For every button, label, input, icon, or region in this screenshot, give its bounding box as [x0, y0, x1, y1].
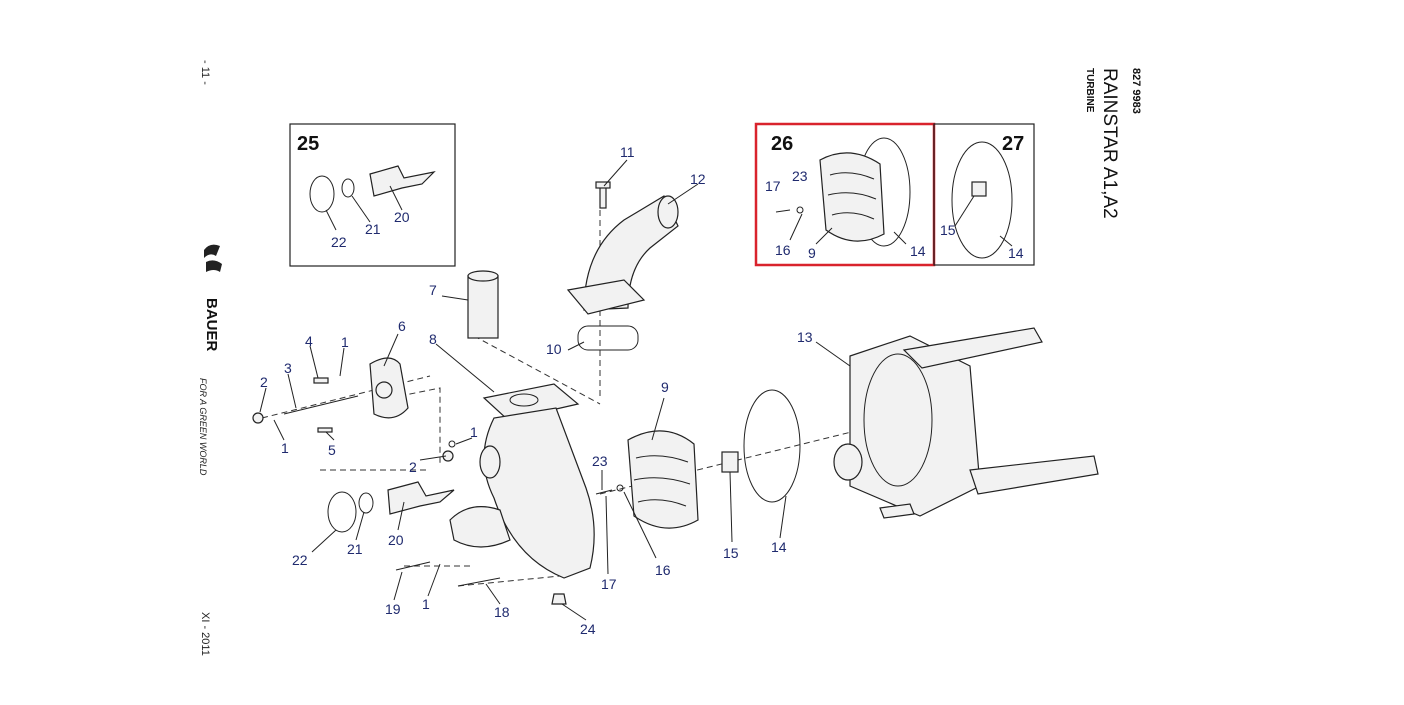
- o-ring-22-icon: [327, 491, 357, 533]
- callout-16: 16: [775, 242, 791, 258]
- callout-23: 23: [792, 168, 808, 184]
- revision-date: XI - 2011: [199, 612, 211, 656]
- callout-2: 2: [409, 459, 417, 475]
- gasket-10-icon: [577, 325, 639, 351]
- gasket-14-icon: [951, 141, 1013, 259]
- gasket-14-icon: [743, 389, 801, 503]
- o-ring-21-icon: [358, 492, 374, 514]
- callout-9: 9: [661, 379, 669, 395]
- section-title: TURBINE: [1084, 68, 1095, 113]
- nozzle-20-icon: [387, 481, 455, 515]
- document-number: 827 9983: [1130, 68, 1142, 114]
- bolt-19-icon: [395, 561, 431, 571]
- callout-16: 16: [655, 562, 671, 578]
- callout-15: 15: [723, 545, 739, 561]
- turbine-wheel-9-icon: [627, 430, 699, 529]
- callout-15: 15: [940, 222, 956, 238]
- callout-20: 20: [388, 532, 404, 548]
- bushing-15-icon: [721, 451, 739, 473]
- box-26-number: 26: [771, 133, 793, 155]
- callout-1: 1: [422, 596, 430, 612]
- callout-6: 6: [398, 318, 406, 334]
- bushing-15-icon: [971, 181, 987, 197]
- callout-1: 1: [470, 424, 478, 440]
- callout-1: 1: [281, 440, 289, 456]
- o-ring-21-icon: [341, 178, 355, 198]
- screw-17-icon: [595, 489, 613, 495]
- bolt-11-icon: [599, 185, 607, 209]
- brand-name: BAUER: [203, 298, 220, 352]
- callout-12: 12: [690, 171, 706, 187]
- bauer-logo: BAUER: [203, 244, 222, 352]
- gearbox-13-icon: [833, 327, 1099, 519]
- box-27-number: 27: [1002, 133, 1024, 155]
- box-25-number: 25: [297, 133, 319, 155]
- sleeve-7-icon: [467, 270, 499, 339]
- washer-1-icon: [448, 440, 456, 448]
- callout-9: 9: [808, 245, 816, 261]
- callout-21: 21: [365, 221, 381, 237]
- callout-22: 22: [292, 552, 308, 568]
- brand-slogan: FOR A GREEN WORLD: [198, 378, 208, 476]
- callout-14: 14: [910, 243, 926, 259]
- detail-box-27: 27 15 14: [933, 123, 1035, 266]
- callout-22: 22: [331, 234, 347, 250]
- callout-18: 18: [494, 604, 510, 620]
- callout-23: 23: [592, 453, 608, 469]
- callout-17: 17: [765, 178, 781, 194]
- callout-13: 13: [797, 329, 813, 345]
- housing-8-icon: [449, 383, 595, 579]
- elbow-12-icon: [566, 195, 679, 315]
- rod-3-icon: [283, 395, 359, 415]
- bolt-18-icon: [457, 577, 501, 587]
- detail-box-25: 25 22 21 20: [289, 123, 456, 267]
- o-ring-22-icon: [309, 175, 335, 213]
- callout-1: 1: [341, 334, 349, 350]
- callout-7: 7: [429, 282, 437, 298]
- cap-24-icon: [551, 593, 567, 605]
- callout-14: 14: [1008, 245, 1024, 261]
- stud-5-icon: [317, 427, 333, 433]
- callout-8: 8: [429, 331, 437, 347]
- cover-6-icon: [369, 357, 409, 419]
- callout-19: 19: [385, 601, 401, 617]
- nut-2-icon: [252, 412, 264, 424]
- callout-2: 2: [260, 374, 268, 390]
- callout-17: 17: [601, 576, 617, 592]
- callout-4: 4: [305, 333, 313, 349]
- bolt-4-icon: [313, 377, 329, 384]
- washer-16-icon: [616, 484, 624, 492]
- callout-5: 5: [328, 442, 336, 458]
- callout-24: 24: [580, 621, 596, 637]
- callout-10: 10: [546, 341, 562, 357]
- callout-14: 14: [771, 539, 787, 555]
- callout-11: 11: [620, 144, 635, 160]
- turbine-wheel-9-icon: [819, 152, 885, 242]
- nozzle-20-icon: [369, 165, 436, 197]
- callout-21: 21: [347, 541, 363, 557]
- callout-20: 20: [394, 209, 410, 225]
- callout-3: 3: [284, 360, 292, 376]
- detail-box-26: 26 17 23 16 9 14: [754, 122, 936, 267]
- model-title: RAINSTAR A1,A2: [1099, 68, 1120, 219]
- page-number: - 11 -: [199, 60, 211, 85]
